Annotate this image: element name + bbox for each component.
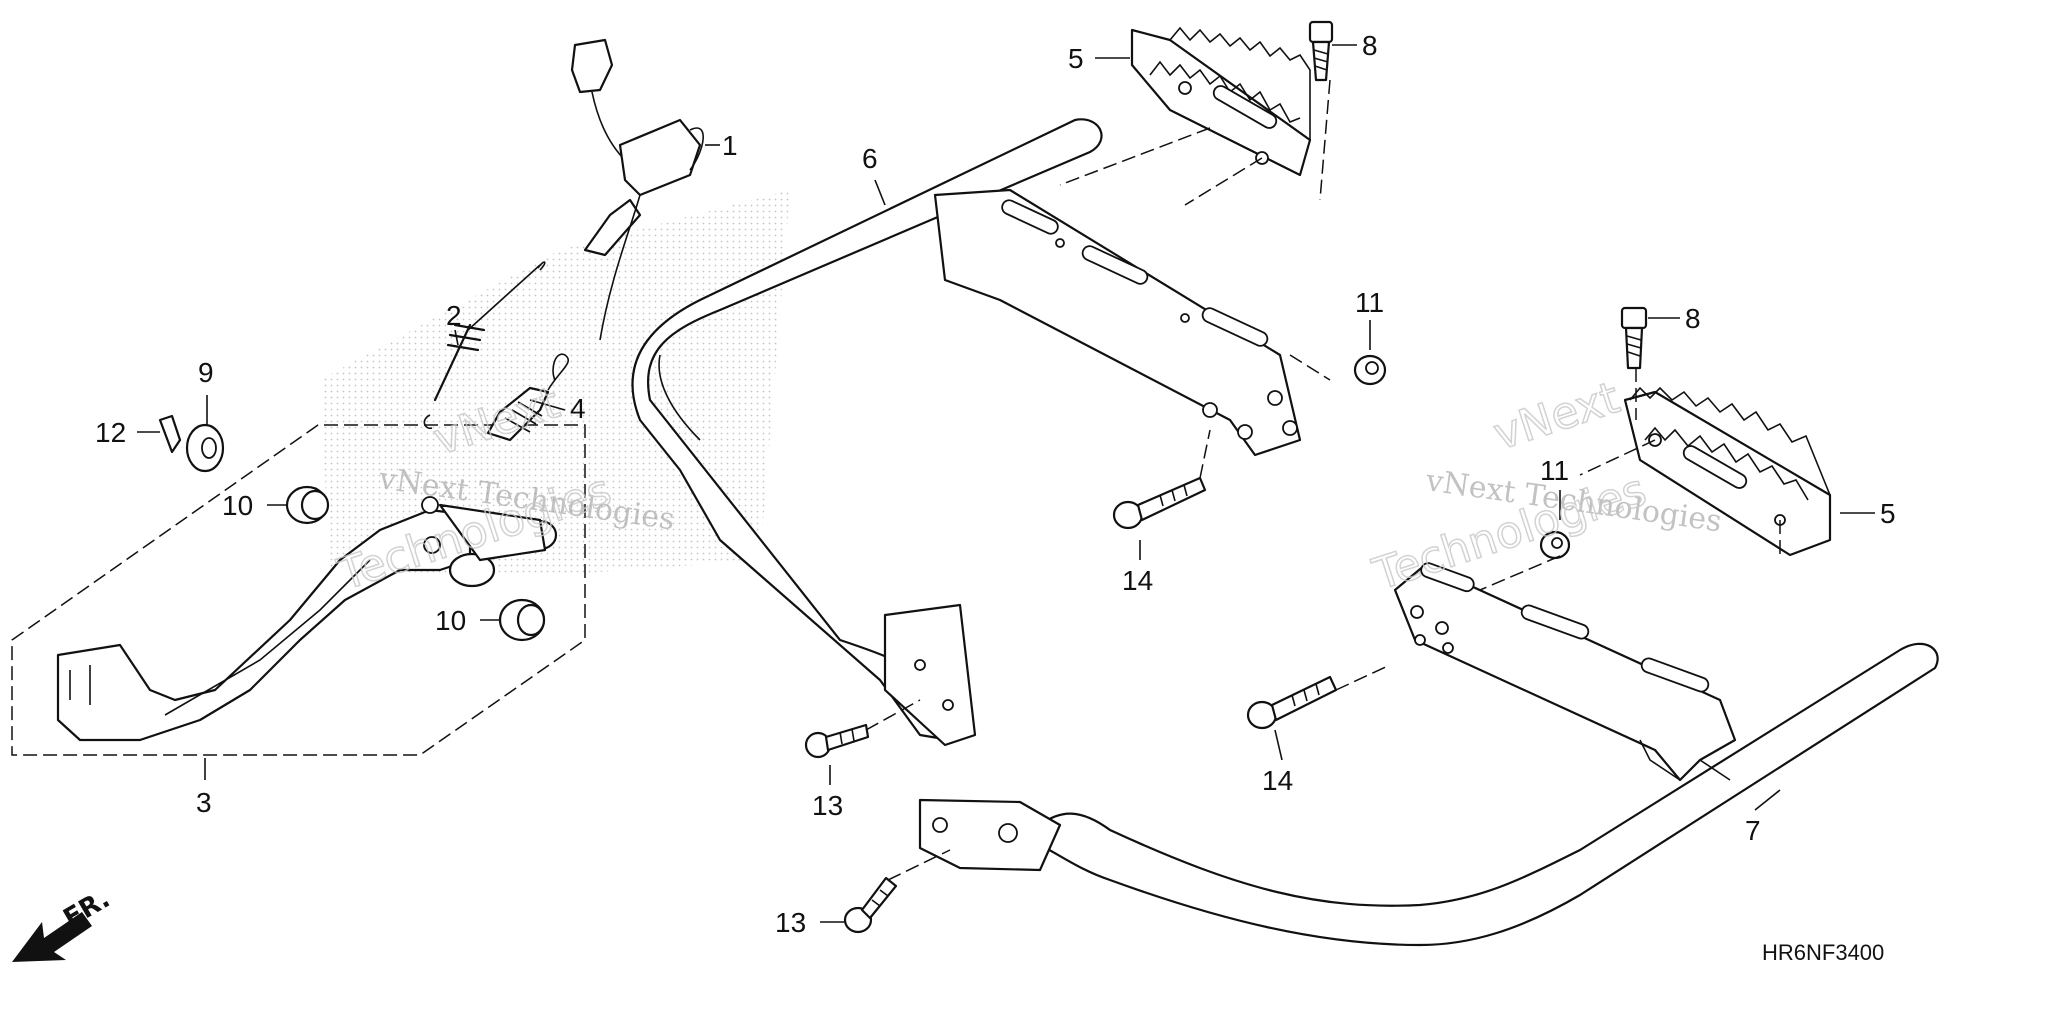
nut-11-upper bbox=[1353, 354, 1387, 386]
brake-switch bbox=[570, 38, 704, 341]
callout-8-upper: 8 bbox=[1362, 30, 1378, 61]
callout-9: 9 bbox=[198, 357, 214, 388]
callout-11-lower: 11 bbox=[1540, 455, 1569, 486]
callout-8-lower: 8 bbox=[1685, 303, 1701, 334]
callout-11-upper: 11 bbox=[1355, 287, 1384, 318]
callout-12: 12 bbox=[95, 417, 126, 448]
step-bar-lower bbox=[918, 562, 1939, 947]
bolt-14-lower bbox=[1246, 675, 1338, 730]
callout-13-upper: 13 bbox=[812, 790, 843, 821]
cotter-pin bbox=[158, 414, 182, 454]
bushing-lower bbox=[498, 598, 546, 642]
diagram-code: HR6NF3400 bbox=[1762, 940, 1884, 965]
callout-13-lower: 13 bbox=[775, 907, 806, 938]
step-bar-upper bbox=[631, 118, 1302, 747]
return-spring bbox=[423, 261, 546, 430]
callout-14-upper: 14 bbox=[1122, 565, 1153, 596]
bolt-13-upper bbox=[804, 723, 870, 759]
callout-5-upper: 5 bbox=[1068, 43, 1084, 74]
callout-6: 6 bbox=[862, 143, 878, 174]
bolt-8-upper bbox=[1308, 20, 1334, 82]
callout-7: 7 bbox=[1745, 815, 1761, 846]
leader-lines bbox=[137, 44, 1875, 923]
front-direction-indicator: FR. bbox=[12, 884, 115, 962]
callout-10-upper: 10 bbox=[222, 490, 253, 521]
bolt-13-lower bbox=[843, 876, 898, 934]
bushing-upper bbox=[285, 485, 330, 525]
callout-labels: 1 2 3 4 5 5 6 7 8 8 9 10 10 11 11 12 13 … bbox=[95, 30, 1896, 938]
callout-1: 1 bbox=[722, 130, 738, 161]
callout-14-lower: 14 bbox=[1262, 765, 1293, 796]
stipple-shading bbox=[320, 190, 790, 575]
front-arrow-icon bbox=[12, 912, 92, 962]
bolt-8-lower bbox=[1620, 306, 1648, 370]
callout-2: 2 bbox=[446, 300, 462, 331]
brake-pedal-group bbox=[11, 424, 586, 756]
callout-5-lower: 5 bbox=[1880, 498, 1896, 529]
bolt-14-upper bbox=[1112, 476, 1207, 530]
callout-3: 3 bbox=[196, 787, 212, 818]
watermark-big-right-1: vNext bbox=[1488, 372, 1626, 460]
callout-10-lower: 10 bbox=[435, 605, 466, 636]
step-pad-upper bbox=[1130, 26, 1312, 177]
step-pad-lower bbox=[1623, 386, 1832, 557]
callout-4: 4 bbox=[570, 393, 586, 424]
washer bbox=[185, 423, 225, 473]
